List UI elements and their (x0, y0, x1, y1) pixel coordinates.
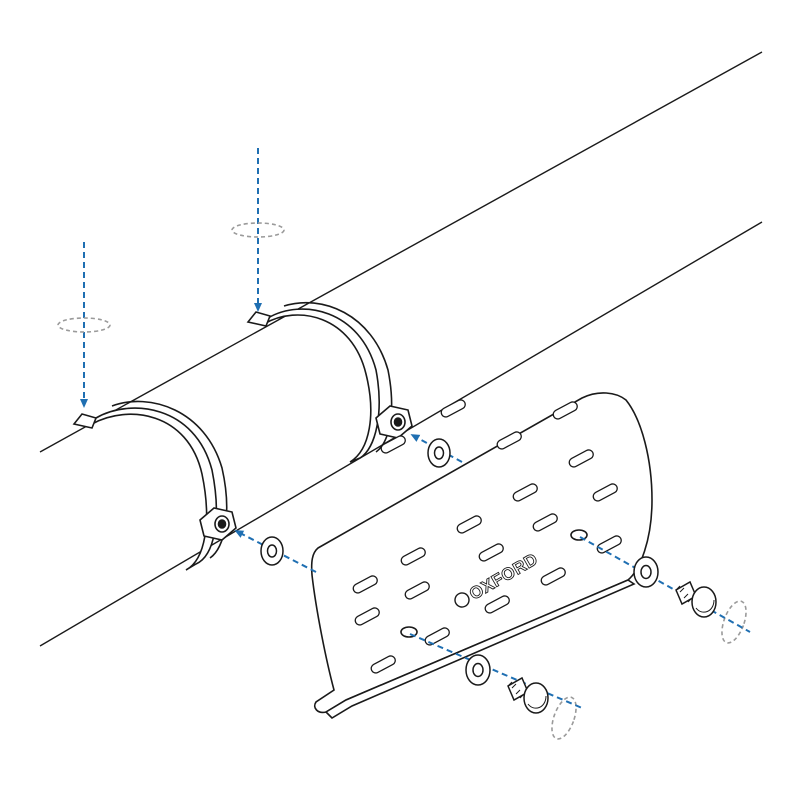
rotation-icon-bolt-upper (721, 600, 747, 644)
pipe-top-edge (39, 51, 763, 453)
shield-mount-hole-upper (570, 529, 588, 541)
oxford-logo-mark (454, 592, 470, 608)
clamp-right (246, 301, 413, 463)
clamp-right-tab (246, 311, 272, 327)
bolt-upper (675, 580, 717, 618)
rotation-icon-left (57, 317, 111, 333)
hex-nut-right (375, 405, 413, 439)
rotation-indicators (57, 222, 747, 740)
arrow-bolt-lower-axis (409, 633, 583, 709)
clamp-left (72, 400, 237, 571)
heat-shield: OXFORD (310, 392, 653, 720)
clamp-right-band (263, 308, 380, 463)
clamp-left-tab (72, 413, 98, 429)
washer-bolt-upper (633, 556, 659, 588)
insertion-arrows-vertical (80, 148, 262, 408)
heat-shield-lip (324, 579, 636, 720)
washers (260, 438, 659, 686)
washer-right (427, 438, 451, 468)
rotation-icon-bolt-lower (551, 696, 577, 740)
bolt-lower (507, 676, 549, 714)
washer-left (260, 536, 284, 566)
hex-nut-left (199, 507, 237, 541)
heat-shield-slots (352, 399, 622, 674)
bolts (507, 580, 717, 714)
arrow-to-nut-right (410, 434, 463, 463)
washer-bolt-lower (465, 654, 491, 686)
clamp-left-band (91, 407, 218, 571)
rotation-icon-right (231, 222, 285, 238)
arrow-bolt-upper-axis (579, 536, 751, 633)
